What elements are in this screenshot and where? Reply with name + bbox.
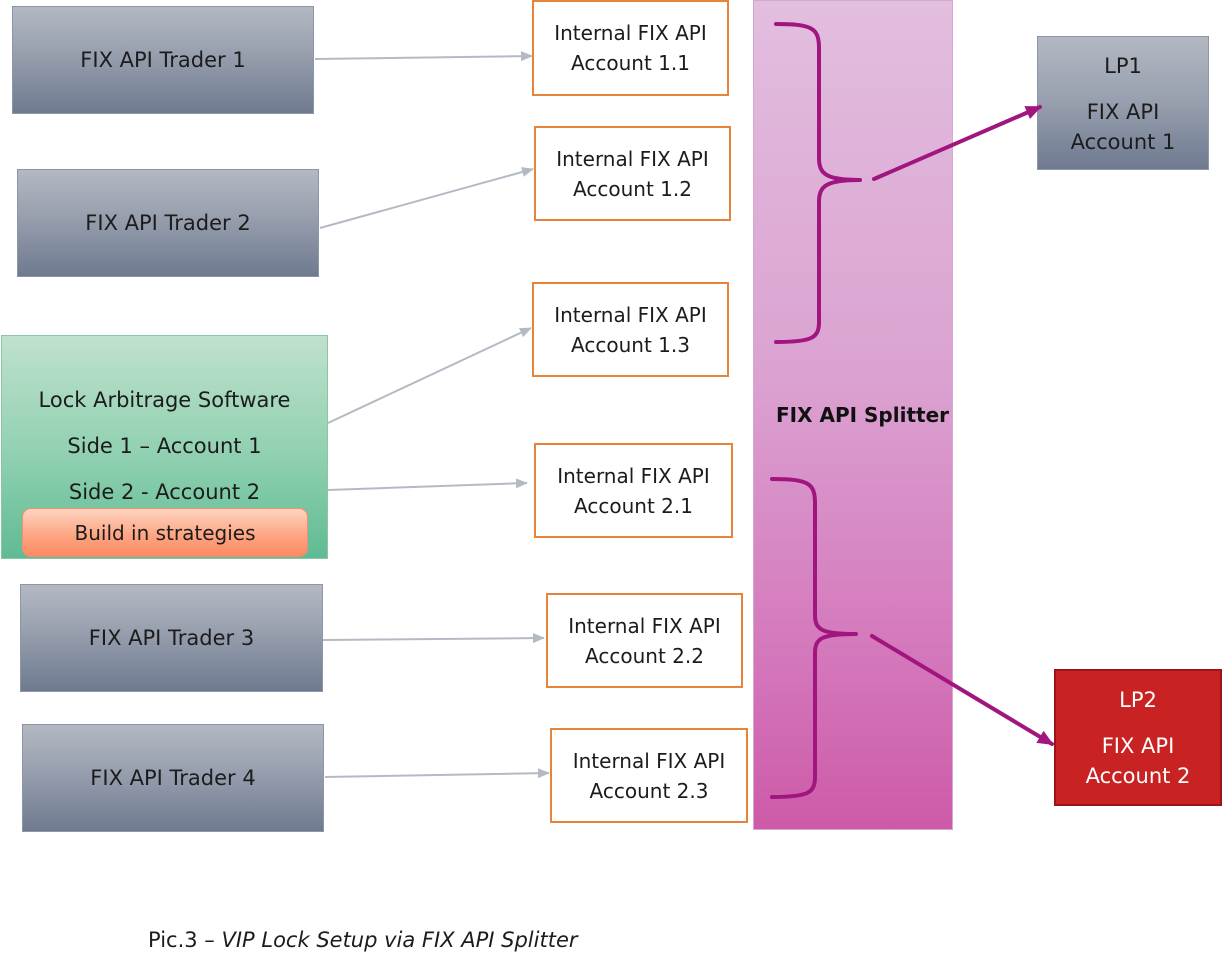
lock-side-2: Side 2 - Account 2 (68, 480, 261, 504)
trader-box-1: FIX API Trader 1 (12, 6, 314, 114)
arrow-to-lp2 (870, 634, 1054, 746)
internal-account-1-1: Internal FIX API Account 1.1 (532, 0, 729, 96)
brace-group-1 (774, 22, 862, 344)
internal-account-2-3: Internal FIX API Account 2.3 (550, 728, 748, 823)
lp1-name: LP1 (1104, 54, 1142, 78)
account-line1: Internal FIX API (557, 463, 710, 488)
account-line2: Account 2.1 (574, 493, 693, 518)
connector-trader4-acct23 (324, 768, 550, 779)
lp2-line2: Account 2 (1085, 764, 1191, 788)
arrow-to-lp1 (872, 105, 1042, 181)
lock-arbitrage-software-box: Lock Arbitrage Software Side 1 – Account… (1, 335, 328, 559)
internal-account-1-2: Internal FIX API Account 1.2 (534, 126, 731, 221)
lp1-line2: Account 1 (1070, 130, 1176, 154)
account-line1: Internal FIX API (572, 748, 726, 773)
brace-group-2 (770, 477, 858, 799)
account-line2: Account 1.2 (573, 176, 692, 201)
lp2-box: LP2 FIX API Account 2 (1054, 669, 1222, 806)
trader-box-3: FIX API Trader 3 (20, 584, 323, 692)
account-line2: Account 1.1 (571, 51, 690, 75)
lock-software-title: Lock Arbitrage Software (38, 388, 291, 412)
lock-side-1: Side 1 – Account 1 (67, 434, 262, 458)
trader-box-2: FIX API Trader 2 (17, 169, 319, 277)
internal-account-2-1: Internal FIX API Account 2.1 (534, 443, 733, 538)
lp1-line1: FIX API (1086, 100, 1160, 124)
connector-trader2-acct12 (319, 167, 534, 229)
internal-account-1-3: Internal FIX API Account 1.3 (532, 282, 729, 377)
account-line2: Account 1.3 (571, 332, 690, 357)
caption-title: VIP Lock Setup via FIX API Splitter (221, 928, 578, 952)
account-line1: Internal FIX API (554, 21, 707, 45)
account-line1: Internal FIX API (556, 146, 709, 171)
connector-lock-acct13 (327, 327, 532, 424)
account-line1: Internal FIX API (568, 613, 721, 638)
fix-api-splitter (753, 0, 953, 830)
build-in-strategies-badge: Build in strategies (22, 508, 308, 557)
connector-trader1-acct11 (314, 51, 533, 62)
account-line1: Internal FIX API (554, 302, 707, 327)
lp1-box: LP1 FIX API Account 1 (1037, 36, 1209, 170)
trader-box-4: FIX API Trader 4 (22, 724, 324, 832)
lp2-line1: FIX API (1101, 734, 1175, 758)
splitter-label: FIX API Splitter (776, 403, 950, 427)
connector-trader3-acct22 (322, 633, 545, 644)
figure-caption: Pic.3 – VIP Lock Setup via FIX API Split… (148, 928, 578, 952)
lp2-name: LP2 (1119, 688, 1157, 712)
caption-prefix: Pic.3 – (148, 928, 222, 952)
account-line2: Account 2.2 (585, 643, 704, 668)
account-line2: Account 2.3 (589, 778, 709, 803)
internal-account-2-2: Internal FIX API Account 2.2 (546, 593, 743, 688)
connector-lock-acct21 (327, 478, 528, 491)
